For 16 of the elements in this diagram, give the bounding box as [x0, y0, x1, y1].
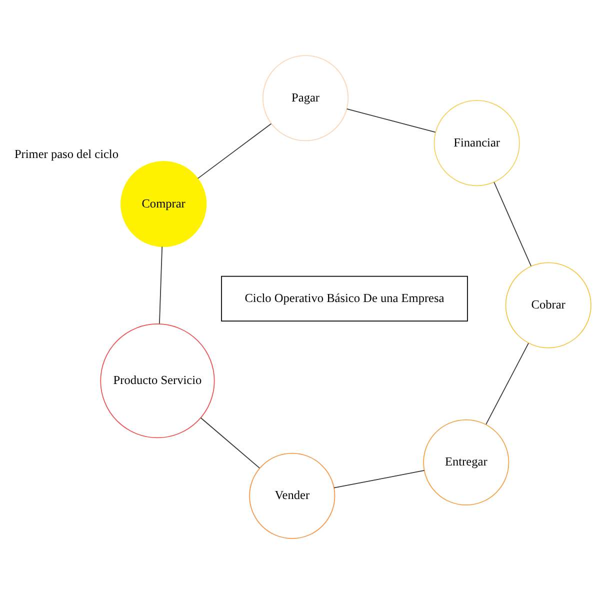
connector	[159, 246, 163, 324]
node-circle: Vender	[249, 452, 336, 539]
node-circle: Pagar	[262, 55, 349, 142]
node-circle: Cobrar	[505, 262, 592, 348]
connector	[486, 342, 529, 425]
node-box: Ciclo Operativo Básico De una Empresa	[221, 276, 468, 322]
connector	[334, 470, 425, 488]
node-circle: Financiar	[434, 100, 520, 186]
node-circle: Entregar	[423, 419, 510, 506]
connector	[346, 108, 436, 133]
connector	[200, 417, 260, 468]
connector	[494, 182, 532, 266]
node-circle: Producto Servicio	[100, 324, 215, 438]
connector	[197, 123, 272, 179]
node-label: Primer paso del ciclo	[14, 147, 119, 162]
node-circle: Comprar	[120, 160, 207, 248]
